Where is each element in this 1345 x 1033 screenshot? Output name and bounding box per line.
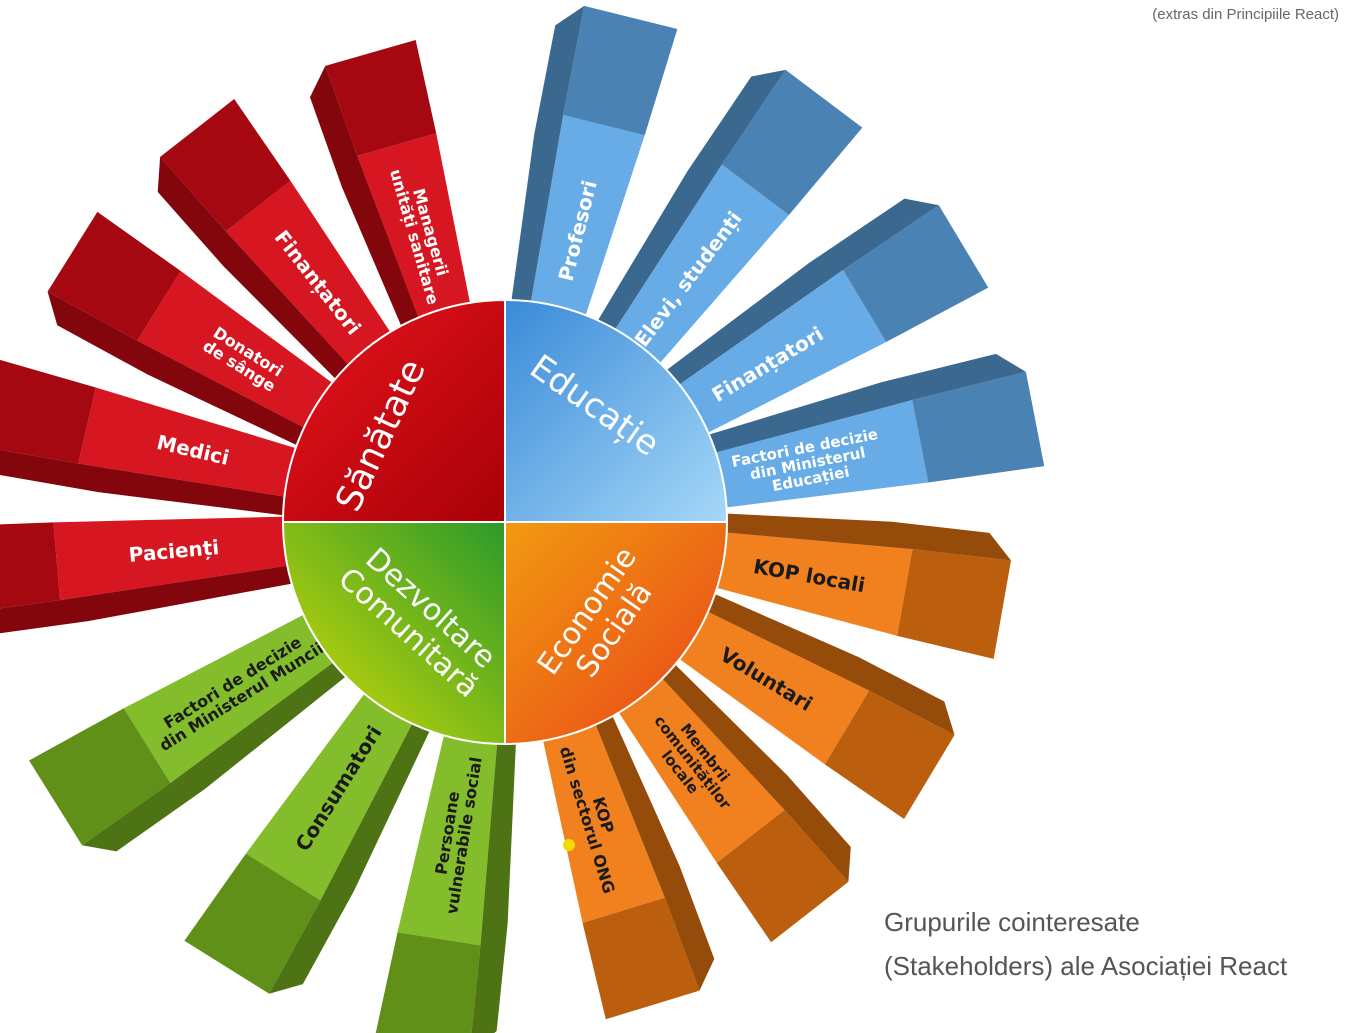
ray-end: [184, 853, 321, 994]
ray-economie-1: KOP locali: [671, 510, 1012, 659]
ray-edge: [47, 291, 352, 472]
ray-edge: [82, 632, 393, 852]
ray-end: [29, 708, 171, 846]
ray-face: [673, 528, 913, 636]
ray-dezvoltare-2: Consumatori: [184, 653, 456, 994]
ray-end: [721, 69, 863, 216]
ray-end: [582, 897, 700, 1020]
hub-sector-educatie: [504, 298, 729, 523]
ray-face: [642, 591, 870, 765]
caption: Grupurile cointeresate (Stakeholders) al…: [884, 900, 1287, 988]
ray-edge: [157, 156, 383, 422]
ray-economie-2: Voluntari: [642, 571, 955, 819]
ray-face: [533, 682, 665, 923]
ray-edge: [602, 198, 939, 425]
ray-face: [78, 387, 345, 505]
ray-edge: [269, 676, 456, 994]
ray-end: [716, 809, 849, 943]
ray-edge: [631, 625, 851, 882]
ray-end: [563, 5, 678, 136]
ray-end: [374, 932, 481, 1033]
ray-end: [897, 549, 1012, 659]
yellow-dot: [563, 839, 575, 851]
source-note: (extras din Principiile React): [1152, 6, 1339, 23]
caption-line-2: (Stakeholders) ale Asociației React: [884, 951, 1288, 981]
caption-line-1: Grupurile cointeresate: [884, 907, 1140, 937]
ray-face: [245, 653, 436, 901]
ray-edge: [578, 665, 715, 991]
ray-edge: [0, 558, 352, 638]
ray-face: [137, 271, 373, 452]
hub-sector-dezvoltare: [281, 521, 506, 746]
ray-end: [824, 690, 955, 819]
ray-end: [842, 205, 989, 342]
ray-end: [160, 99, 291, 232]
ray-sanatate-5: Pacienți: [0, 515, 352, 638]
ray-edge: [671, 510, 1012, 561]
ray-sanatate-4: Medici: [0, 356, 345, 523]
ray-face: [594, 645, 785, 863]
ray-edge: [556, 69, 786, 390]
ray-edge: [664, 571, 955, 735]
ray-face: [397, 686, 502, 946]
ray-edge: [469, 683, 519, 1033]
ray-end: [0, 522, 61, 617]
hub-sector-economie: [504, 521, 729, 746]
hub-sector-sanatate: [281, 298, 506, 523]
ray-edge: [500, 5, 585, 380]
ray-end: [47, 211, 181, 341]
ray-face: [123, 591, 374, 783]
ray-edge: [632, 353, 1026, 471]
ray-end: [0, 356, 96, 464]
ray-end: [912, 371, 1045, 483]
ray-face: [53, 515, 338, 601]
ray-edge: [309, 65, 437, 382]
ray-edge: [0, 444, 344, 523]
ray-end: [325, 39, 437, 156]
